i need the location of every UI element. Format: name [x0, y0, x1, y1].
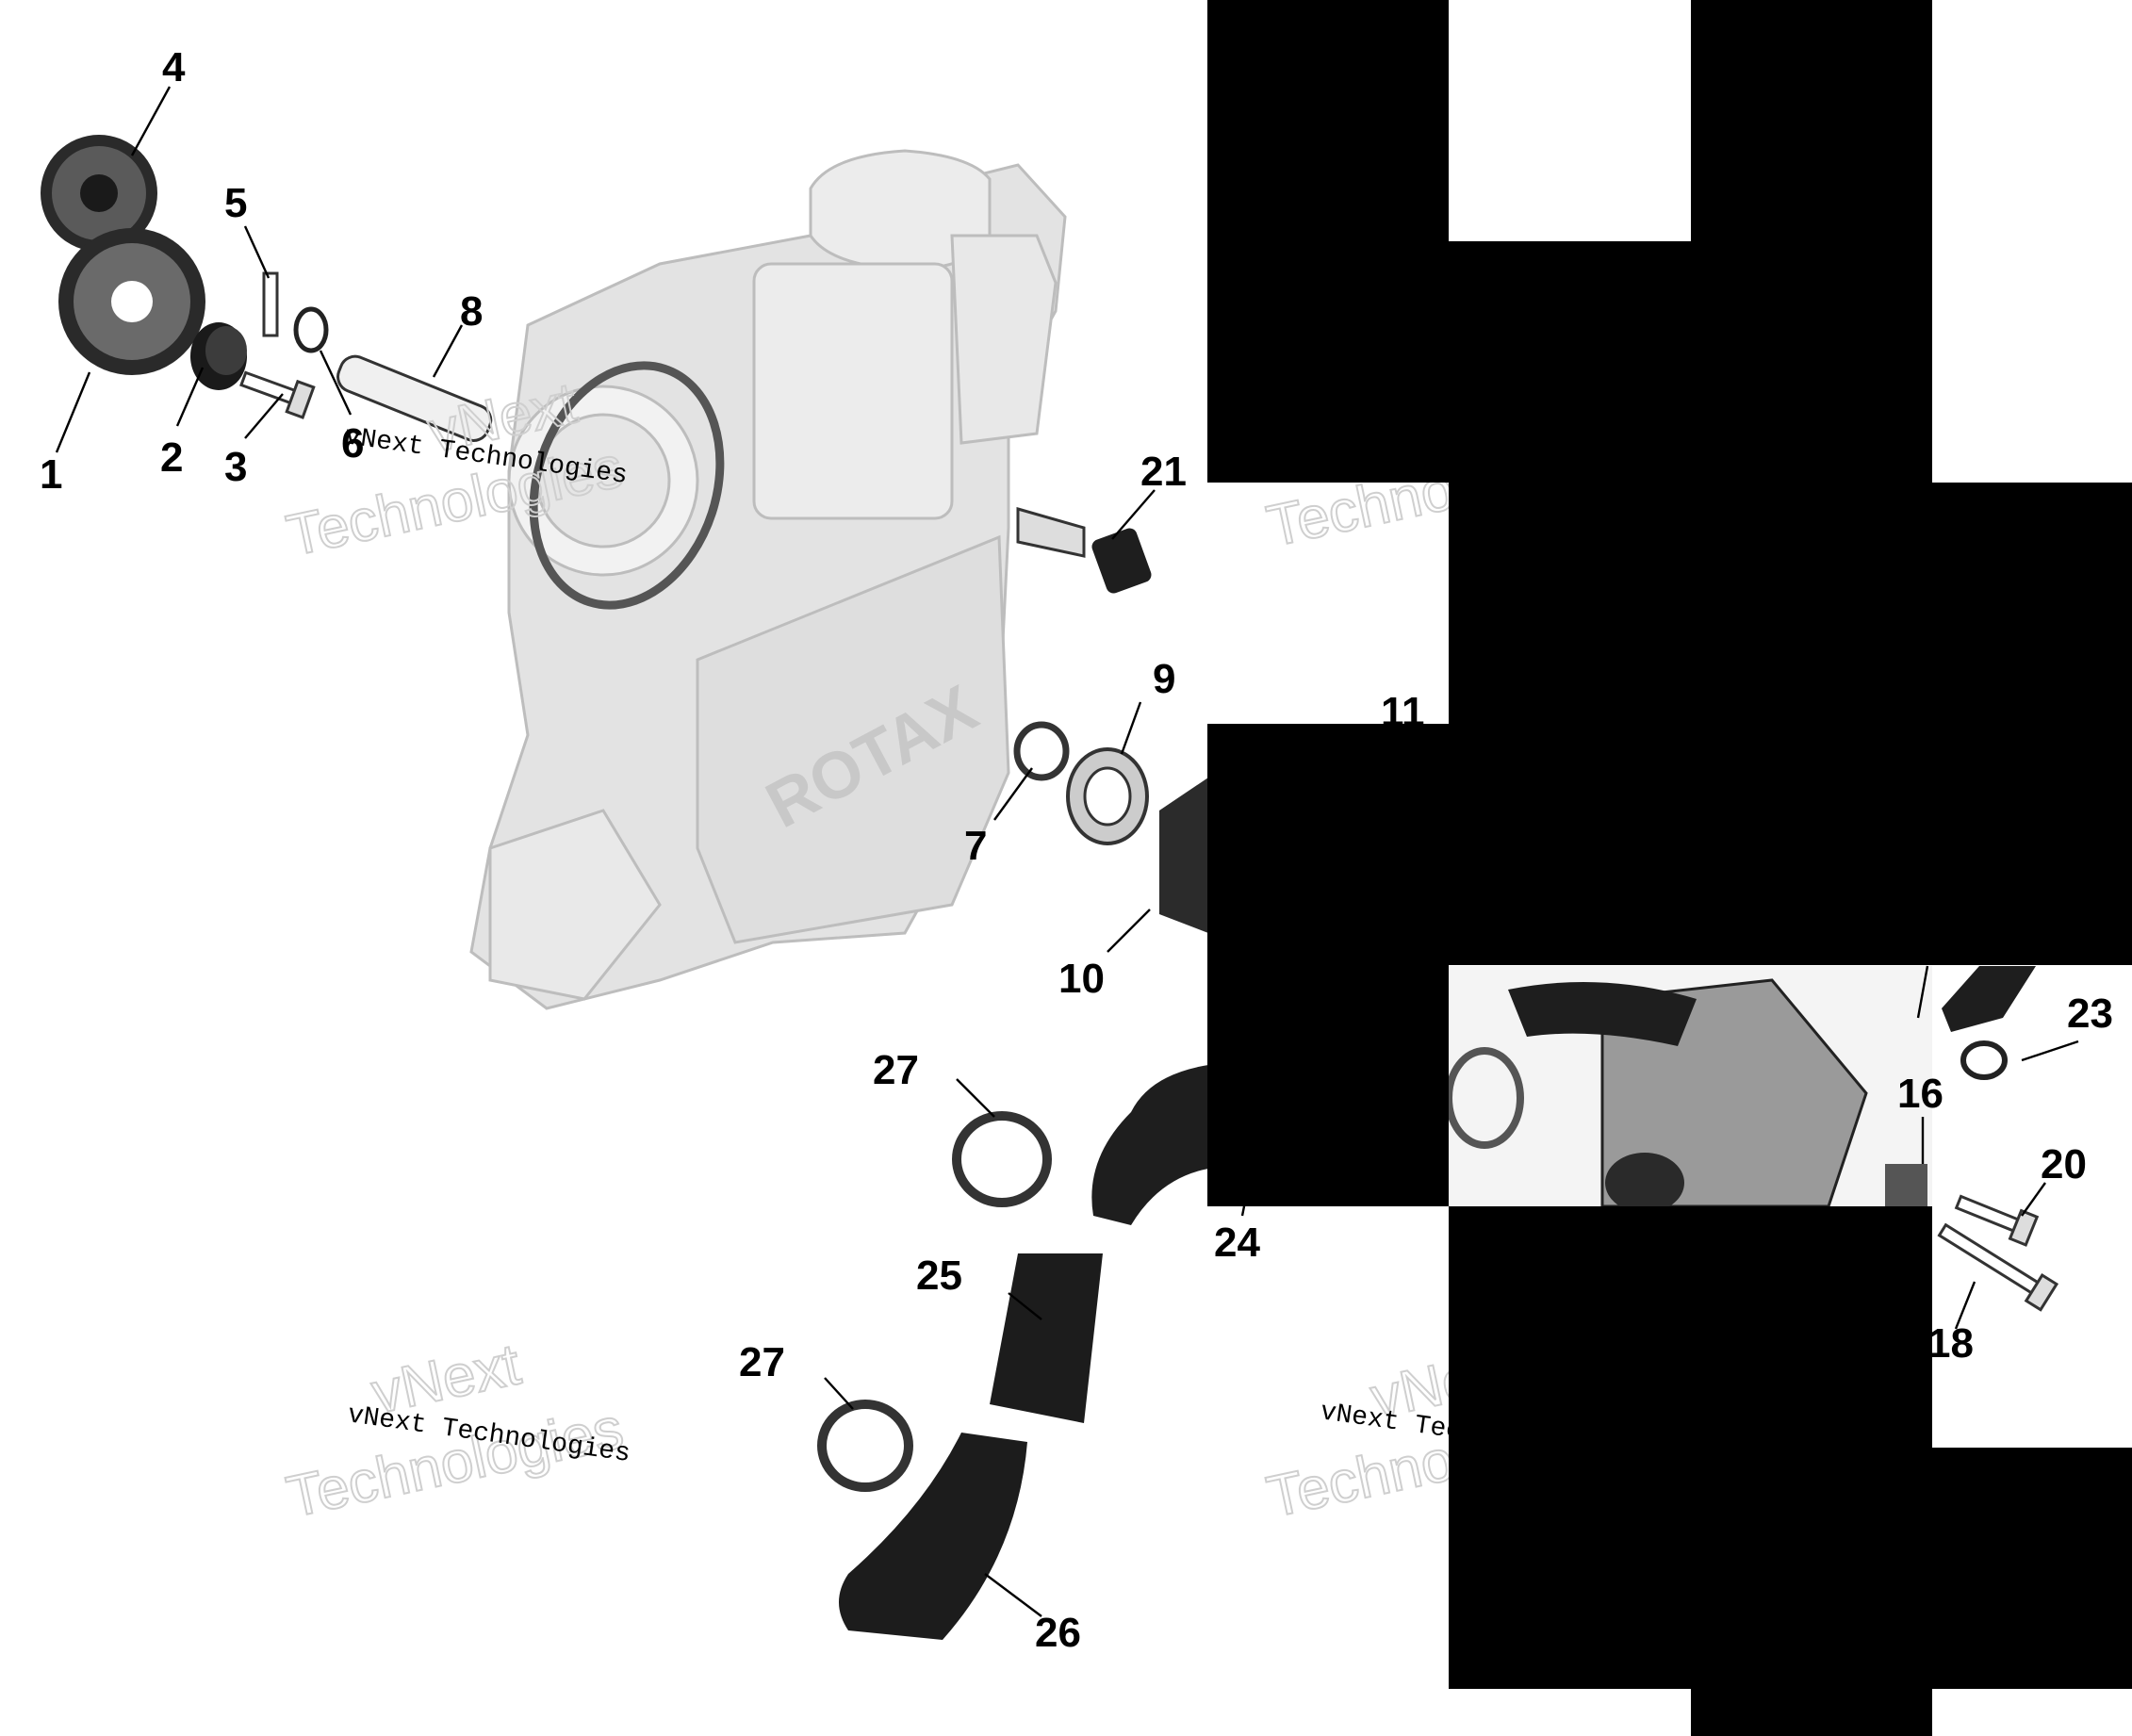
- hose-23: [1942, 966, 2036, 1080]
- callout-27-lower: 27: [739, 1339, 785, 1385]
- gear-1: [58, 228, 205, 375]
- bolt-20: [1954, 1194, 2040, 1247]
- clamp-27-upper: [952, 1111, 1052, 1207]
- leader-lines: [55, 86, 2079, 1617]
- callout-25: 25: [916, 1253, 962, 1299]
- callout-21: 21: [1140, 449, 1187, 495]
- callout-27-upper: 27: [873, 1047, 919, 1093]
- callout-24: 24: [1214, 1220, 1260, 1266]
- hose-26: [839, 1433, 1027, 1640]
- callout-5: 5: [224, 180, 247, 226]
- callout-6: 6: [341, 420, 364, 467]
- gear-4: [41, 135, 157, 252]
- watermark-bottom-left: Technologies vNext vNext Technologies: [281, 1331, 632, 1531]
- callout-20: 20: [2041, 1141, 2087, 1187]
- clamp-27-lower: [817, 1400, 913, 1492]
- sensor-21: [1016, 507, 1152, 594]
- seal-9: [1066, 747, 1149, 845]
- callout-4: 4: [162, 44, 186, 90]
- hose-24: [1091, 1065, 1208, 1225]
- callout-26: 26: [1035, 1610, 1081, 1656]
- callout-7: 7: [964, 823, 987, 869]
- bushing-2: [190, 322, 247, 390]
- callout-16: 16: [1897, 1071, 1943, 1117]
- part-16: [1885, 1164, 1927, 1206]
- callout-3: 3: [224, 444, 247, 490]
- shaft-8: [336, 354, 493, 442]
- oring-6: [293, 306, 329, 353]
- callout-23: 23: [2067, 991, 2113, 1037]
- callout-10: 10: [1058, 956, 1105, 1002]
- redaction-blocks: [1207, 0, 2132, 1736]
- bolt-3: [239, 370, 316, 419]
- callout-9: 9: [1153, 656, 1175, 702]
- pin-5: [262, 271, 279, 337]
- engine-cover-ghost: [469, 149, 1067, 1010]
- callout-1: 1: [40, 451, 62, 498]
- seal-7: [1013, 721, 1070, 781]
- hose-25: [990, 1253, 1103, 1423]
- gasket-ring: [529, 361, 725, 610]
- impeller-10: [1159, 778, 1208, 933]
- callout-8: 8: [460, 288, 483, 335]
- water-pump-housing: [1445, 966, 1932, 1213]
- callout-18: 18: [1927, 1320, 1974, 1367]
- callout-2: 2: [160, 434, 183, 481]
- bolt-18: [1937, 1222, 2059, 1312]
